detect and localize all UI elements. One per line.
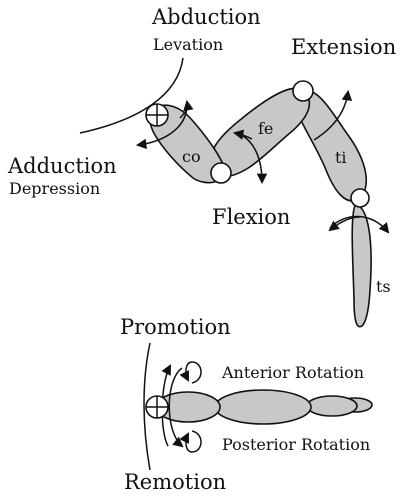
femur-up-arrow (232, 129, 253, 140)
tarsus-arc-arrow-left (328, 216, 361, 232)
anterior-rotation-arrow (179, 361, 202, 384)
label-anterior-rotation: Anterior Rotation (221, 363, 364, 382)
tibia-tarsus-joint (350, 188, 370, 208)
label-posterior-rotation: Posterior Rotation (222, 435, 370, 454)
femur-segment-top (214, 389, 312, 425)
coxa-segment (149, 104, 226, 184)
label-abduction: Abduction (151, 5, 261, 29)
segment-label-femur: fe (258, 119, 273, 138)
femur-tibia-joint (292, 80, 314, 102)
label-promotion: Promotion (120, 315, 231, 339)
segment-label-coxa: co (182, 147, 201, 166)
segment-label-tibia: ti (335, 148, 347, 167)
coxa-femur-joint (210, 162, 232, 184)
label-depression: Depression (9, 179, 100, 198)
promotion-rotation-arrow (168, 367, 184, 448)
label-remotion: Remotion (124, 470, 226, 494)
thorax-coxa-cross-icon-top (146, 396, 168, 418)
label-adduction: Adduction (7, 154, 117, 178)
label-flexion: Flexion (212, 205, 290, 229)
thorax-coxa-cross-icon (146, 104, 168, 126)
posterior-rotation-arrow (179, 430, 202, 453)
body-outline-line-bottom (143, 342, 151, 471)
label-levation: Levation (153, 35, 223, 54)
coxa-up-arrow (179, 99, 194, 119)
tibia-segment-top (306, 395, 358, 417)
tibia-arc-arrow (313, 89, 353, 141)
label-extension: Extension (291, 35, 396, 59)
coxa-rotation-arrow (135, 106, 188, 150)
tarsus-segment (351, 204, 372, 328)
segment-label-tarsus: ts (376, 277, 391, 296)
